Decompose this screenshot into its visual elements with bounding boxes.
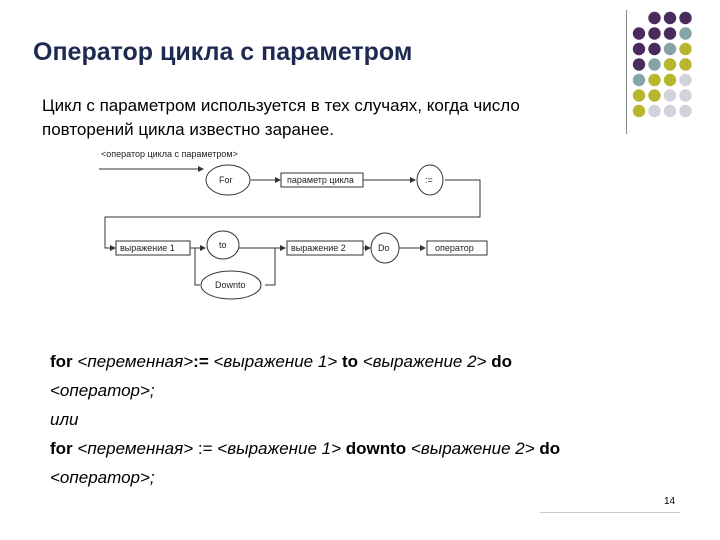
decor-dot	[632, 27, 646, 40]
for-keyword: For	[219, 175, 233, 185]
kw-for-2: for	[50, 439, 73, 458]
to-keyword-oval	[206, 230, 240, 260]
param-label: параметр цикла	[287, 175, 354, 185]
decor-dot	[648, 42, 661, 56]
decor-dot	[679, 27, 692, 40]
kw-to: to	[341, 352, 359, 371]
syntax-line-4: for <переменная> := <выражение 1> downto…	[50, 434, 560, 463]
decor-dot	[679, 73, 692, 87]
expr1-placeholder: <выражение 1>	[213, 352, 338, 371]
diagram-header: <оператор цикла с параметром>	[101, 149, 238, 159]
decorative-dot-grid	[632, 11, 692, 118]
for-keyword-oval	[205, 164, 251, 196]
syntax-line-5: <оператор>;	[50, 463, 560, 492]
decor-dot	[663, 27, 677, 40]
assign-op-2: :=	[197, 439, 213, 458]
decor-dot	[632, 104, 646, 118]
decor-dot	[663, 42, 677, 56]
syntax-line-1: for <переменная>:= <выражение 1> to <выр…	[50, 347, 560, 376]
decor-dot	[679, 42, 692, 56]
var-placeholder: <переменная>	[77, 352, 194, 371]
decor-dot	[632, 42, 646, 56]
statement-label: оператор	[435, 243, 474, 253]
slide-title: Оператор цикла с параметром	[33, 38, 413, 66]
do-keyword: Do	[378, 243, 390, 253]
statement-placeholder-2: <оператор>;	[50, 468, 155, 487]
vertical-divider	[626, 10, 627, 134]
param-box	[280, 172, 364, 188]
decor-dot	[663, 104, 677, 118]
or-text: или	[50, 410, 79, 429]
statement-placeholder: <оператор>;	[50, 381, 155, 400]
decor-dot	[679, 58, 692, 71]
expr2-box	[286, 240, 364, 256]
intro-line-2: повторений цикла известно заранее.	[42, 120, 334, 139]
intro-line-1: Цикл с параметром используется в тех слу…	[42, 96, 520, 115]
decor-dot	[648, 104, 661, 118]
decor-dot	[648, 58, 661, 71]
kw-do: do	[491, 352, 513, 371]
kw-for: for	[50, 352, 73, 371]
decor-dot	[663, 58, 677, 71]
decor-dot	[648, 73, 661, 87]
syntax-description: for <переменная>:= <выражение 1> to <выр…	[50, 347, 560, 492]
syntax-line-2: <оператор>;	[50, 376, 560, 405]
expr1-box	[115, 240, 191, 256]
syntax-line-3: или	[50, 405, 560, 434]
decor-dot	[679, 89, 692, 102]
page-number: 14	[664, 496, 676, 507]
expr2-placeholder: <выражение 2>	[362, 352, 487, 371]
expr2-placeholder-2: <выражение 2>	[410, 439, 535, 458]
to-keyword: to	[219, 240, 227, 250]
footer-rule	[540, 512, 680, 513]
kw-downto: downto	[345, 439, 407, 458]
var-placeholder-2: <переменная>	[77, 439, 194, 458]
decor-dot	[632, 89, 646, 102]
expr1-label: выражение 1	[120, 243, 175, 253]
assign-oval	[416, 164, 444, 196]
decor-dot	[648, 27, 661, 40]
assign-op: :=	[193, 352, 209, 371]
decor-dot	[663, 89, 677, 102]
statement-box	[426, 240, 488, 256]
expr1-placeholder-2: <выражение 1>	[217, 439, 342, 458]
kw-do-2: do	[539, 439, 561, 458]
expr2-label: выражение 2	[291, 243, 346, 253]
downto-keyword: Downto	[215, 280, 246, 290]
decor-dot	[679, 104, 692, 118]
intro-text: Цикл с параметром используется в тех слу…	[42, 94, 520, 142]
decor-dot	[663, 11, 677, 25]
decor-dot	[679, 11, 692, 25]
decor-dot	[632, 58, 646, 71]
decor-dot	[648, 89, 661, 102]
decor-dot	[648, 11, 661, 25]
do-keyword-oval	[370, 232, 400, 264]
decor-dot	[663, 73, 677, 87]
decor-dot	[632, 73, 646, 87]
downto-keyword-oval	[200, 270, 262, 300]
assign-symbol: :=	[425, 175, 433, 185]
syntax-diagram: <оператор цикла с параметром> For параме…	[99, 149, 488, 300]
